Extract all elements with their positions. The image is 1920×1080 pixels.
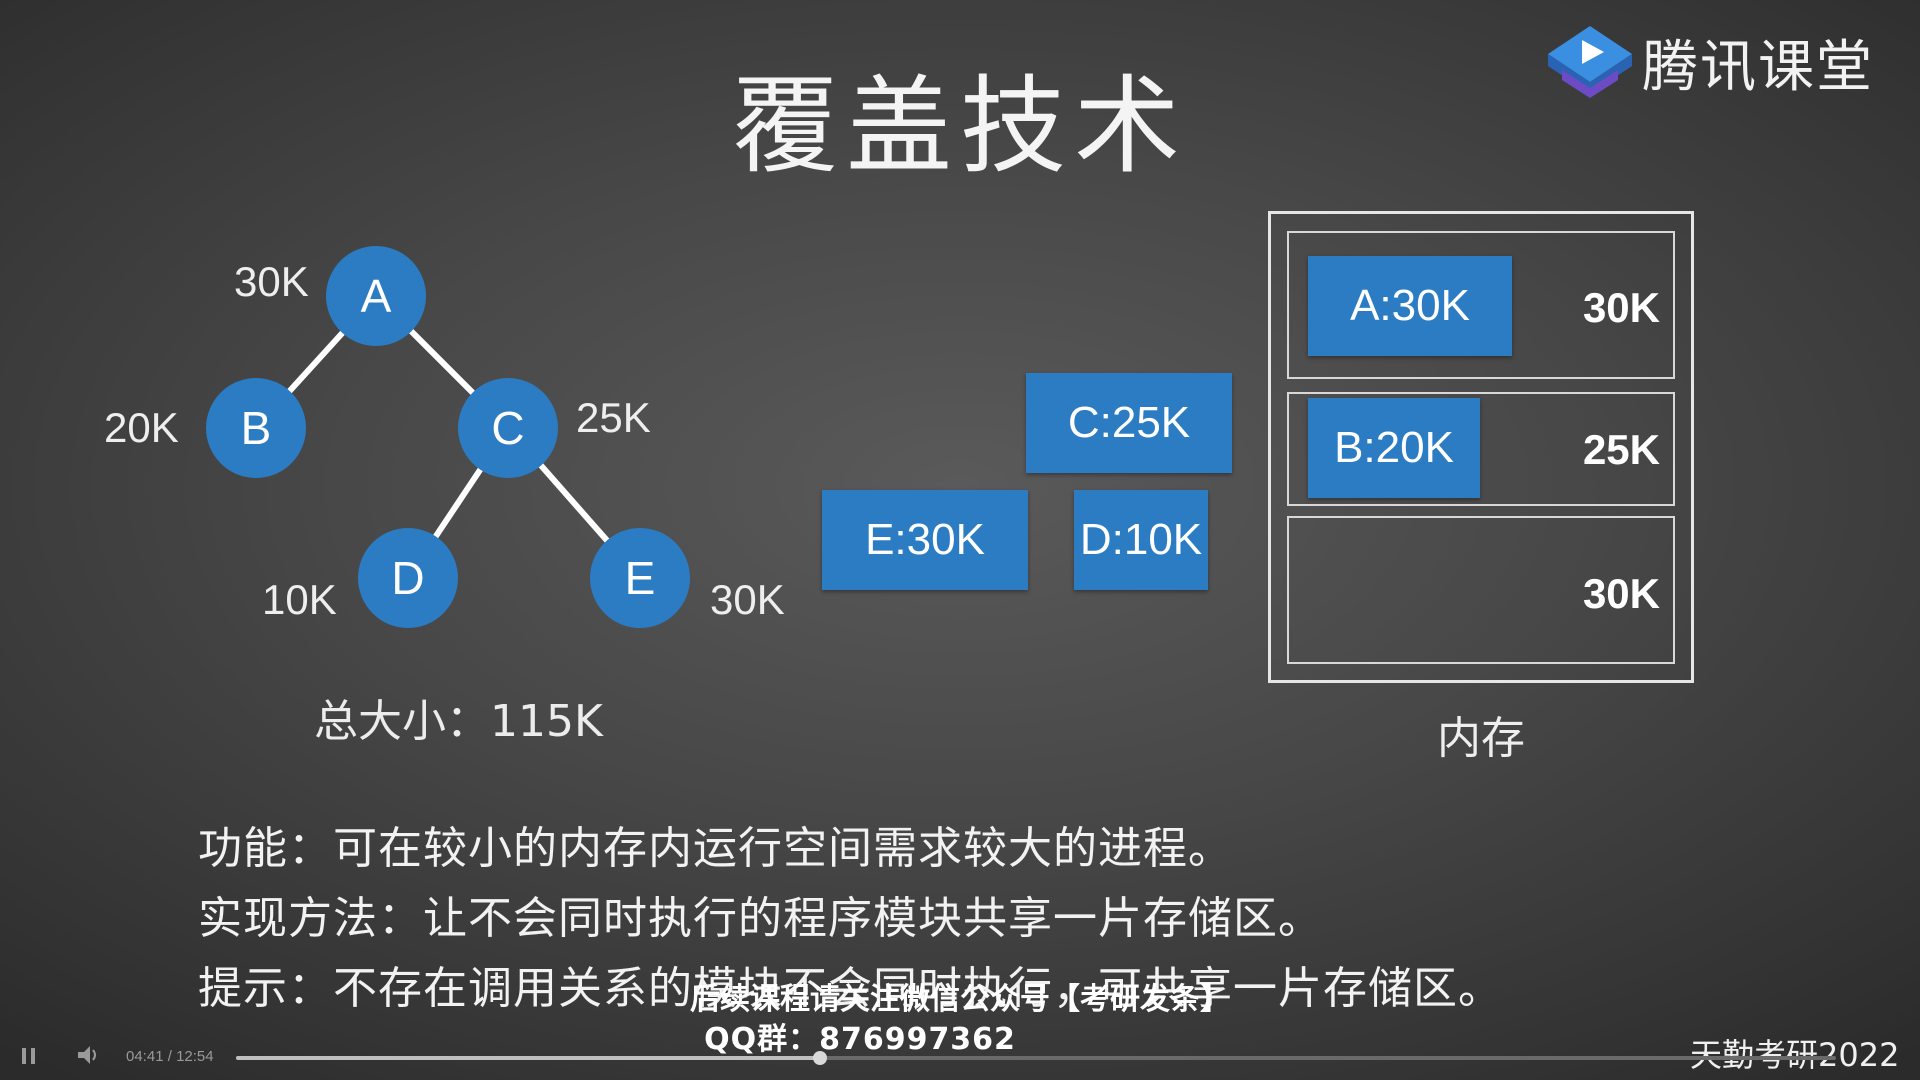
brand-logo [1540,18,1880,118]
slide-title: 覆盖技术 [732,65,1188,188]
progress-fill [236,1056,820,1060]
watermark: 天勤考研2022 [1690,1036,1900,1074]
desc-function: 功能：可在较小的内存内运行空间需求较大的进程。 [198,823,1233,874]
desc-implementation: 实现方法：让不会同时执行的程序模块共享一片存储区。 [198,893,1323,944]
memory-slot-3 [1287,516,1675,664]
tree-node-c: C [458,378,558,478]
memory-block [1268,211,1694,683]
size-label-b: 20K [104,404,179,451]
memory-slot-2-module: B:20K [1308,398,1480,498]
tree-node-b: B [206,378,306,478]
memory-slot-1-size: 30K [1582,284,1660,331]
memory-slot-1-module: A:30K [1308,256,1512,356]
current-time: 04:41 [126,1048,164,1065]
memory-slot-2 [1287,392,1675,506]
tree-node-a: A [326,246,426,346]
size-label-d: 10K [262,576,337,623]
subtitle-line-1: 后续课程请关注微信公众号【考研发条】 [690,982,1230,1017]
time-separator: / [167,1048,172,1065]
size-label-a: 30K [234,258,309,305]
tree-node-d: D [358,528,458,628]
progress-handle[interactable] [813,1051,827,1065]
subtitle-line-2: QQ群：876997362 [704,1022,1016,1057]
size-label-e: 30K [710,576,785,623]
memory-slot-1 [1287,231,1675,379]
module-e: E:30K [822,490,1028,590]
module-c: C:25K [1026,373,1232,473]
brand-name: 腾讯课堂 [1642,35,1874,100]
total-size: 总大小：115K [314,696,603,747]
pause-icon[interactable] [20,1046,38,1072]
module-d: D:10K [1074,490,1208,590]
memory-slot-3-size: 30K [1582,570,1660,617]
memory-label: 内存 [1437,713,1525,764]
tree-node-e: E [590,528,690,628]
desc-hint: 提示：不存在调用关系的模块不会同时执行，可共享一片存储区。 [198,963,1503,1014]
size-label-c: 25K [576,394,651,441]
tencent-classroom-logo-icon [1548,26,1632,98]
time-display: 04:41 / 12:54 [126,1048,214,1065]
progress-track[interactable] [236,1056,1836,1060]
memory-slot-2-size: 25K [1582,426,1660,473]
volume-icon[interactable] [76,1044,102,1072]
duration: 12:54 [176,1048,214,1065]
